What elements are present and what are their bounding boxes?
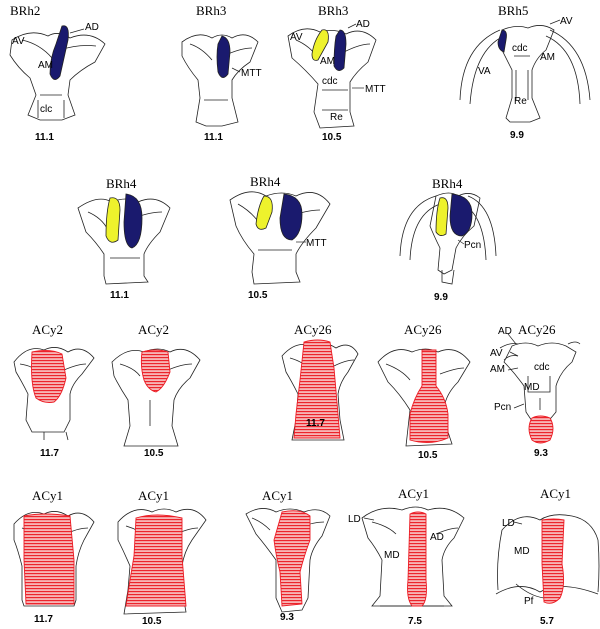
- panel-title: BRh4: [250, 174, 281, 189]
- label-mtt: MTT: [306, 238, 327, 249]
- panel-brh3-11-1: BRh3 MTT 11.1: [181, 3, 262, 143]
- label-ad: AD: [85, 22, 99, 33]
- label-av: AV: [490, 348, 503, 359]
- label-pf: Pf: [524, 596, 534, 607]
- panel-title: ACy1: [32, 488, 63, 503]
- label-am: AM: [490, 364, 505, 375]
- panel-title: ACy1: [262, 488, 293, 503]
- panel-title: ACy1: [540, 486, 571, 501]
- panel-brh4-10-5: BRh4 MTT 10.5: [229, 174, 331, 301]
- panel-level: 10.5: [248, 290, 268, 301]
- label-cdc: cdc: [322, 76, 338, 87]
- panel-acy2-11-7: ACy2 11.7: [13, 322, 95, 459]
- panel-brh2-11-1: BRh2 AV AD AM clc 11.1: [9, 3, 106, 143]
- panel-acy26-9-3: ACy26 AD AV cdc AM MD Pcn 9.3: [490, 322, 581, 459]
- panel-level: 9.9: [510, 130, 524, 141]
- label-md: MD: [514, 546, 530, 557]
- label-av: AV: [12, 36, 25, 47]
- label-pcn: Pcn: [494, 402, 511, 413]
- panel-title: BRh4: [432, 176, 463, 191]
- panel-acy1-7-5: ACy1 LD AD MD 7.5: [348, 486, 465, 627]
- label-mtt: MTT: [365, 84, 386, 95]
- panel-level: 11.1: [110, 290, 129, 301]
- panel-level: 11.7: [40, 448, 59, 459]
- panel-acy1-10-5: ACy1 10.5: [117, 488, 207, 627]
- panel-acy26-11-7: ACy26 11.7: [281, 322, 359, 441]
- panel-acy1-11-7: ACy1 11.7: [13, 488, 95, 625]
- panel-level: 9.3: [280, 612, 294, 623]
- label-ad: AD: [498, 326, 512, 337]
- label-ad: AD: [356, 19, 370, 30]
- label-re: Re: [330, 112, 343, 123]
- label-av: AV: [290, 32, 303, 43]
- panel-title: ACy26: [294, 322, 332, 337]
- panel-acy1-5-7: ACy1 LD MD Pf 5.7: [495, 486, 600, 627]
- panel-level: 11.1: [204, 132, 223, 143]
- panel-title: ACy26: [404, 322, 442, 337]
- label-pcn: Pcn: [464, 240, 481, 251]
- label-md: MD: [384, 550, 400, 561]
- panel-brh4-11-1: BRh4 11.1: [77, 176, 171, 301]
- panel-title: BRh3: [318, 3, 348, 18]
- label-cdc: cdc: [512, 43, 528, 54]
- panel-brh4-9-9: BRh4 Pcn 9.9: [399, 176, 497, 303]
- panel-title: ACy1: [398, 486, 429, 501]
- panel-level: 11.7: [34, 614, 53, 625]
- panel-level: 5.7: [540, 616, 554, 627]
- panel-title: BRh2: [10, 3, 40, 18]
- label-clc: clc: [40, 104, 52, 115]
- label-mtt: MTT: [241, 68, 262, 79]
- panel-title: BRh4: [106, 176, 137, 191]
- panel-level: 11.7: [306, 418, 325, 429]
- label-av: AV: [560, 16, 573, 27]
- label-am: AM: [540, 52, 555, 63]
- panel-brh5-9-9: BRh5 AV cdc AM VA Re 9.9: [459, 3, 591, 141]
- panel-level: 11.1: [35, 132, 54, 143]
- panel-brh3-10-5: BRh3 AV AD AM cdc MTT Re 10.5: [287, 3, 386, 143]
- label-va: VA: [478, 66, 491, 77]
- panel-title: BRh5: [498, 3, 528, 18]
- label-ad: AD: [430, 532, 444, 543]
- panel-title: ACy2: [32, 322, 63, 337]
- panel-level: 10.5: [418, 450, 438, 461]
- panel-acy26-10-5: ACy26 10.5: [377, 322, 471, 461]
- panel-title: BRh3: [196, 3, 226, 18]
- panel-acy1-9-3: ACy1 9.3: [245, 488, 331, 623]
- label-ld: LD: [502, 518, 515, 529]
- panel-level: 10.5: [142, 616, 162, 627]
- panel-title: ACy2: [138, 322, 169, 337]
- label-ld: LD: [348, 514, 361, 525]
- panel-level: 10.5: [322, 132, 342, 143]
- panel-level: 7.5: [408, 616, 422, 627]
- label-re: Re: [514, 96, 527, 107]
- panel-level: 10.5: [144, 448, 164, 459]
- label-am: AM: [38, 60, 53, 71]
- panel-title: ACy26: [518, 322, 556, 337]
- panel-acy2-10-5: ACy2 10.5: [111, 322, 201, 459]
- label-am: AM: [320, 56, 335, 67]
- label-md: MD: [524, 382, 540, 393]
- panel-level: 9.9: [434, 292, 448, 303]
- panel-title: ACy1: [138, 488, 169, 503]
- panel-level: 9.3: [534, 448, 548, 459]
- label-cdc: cdc: [534, 362, 550, 373]
